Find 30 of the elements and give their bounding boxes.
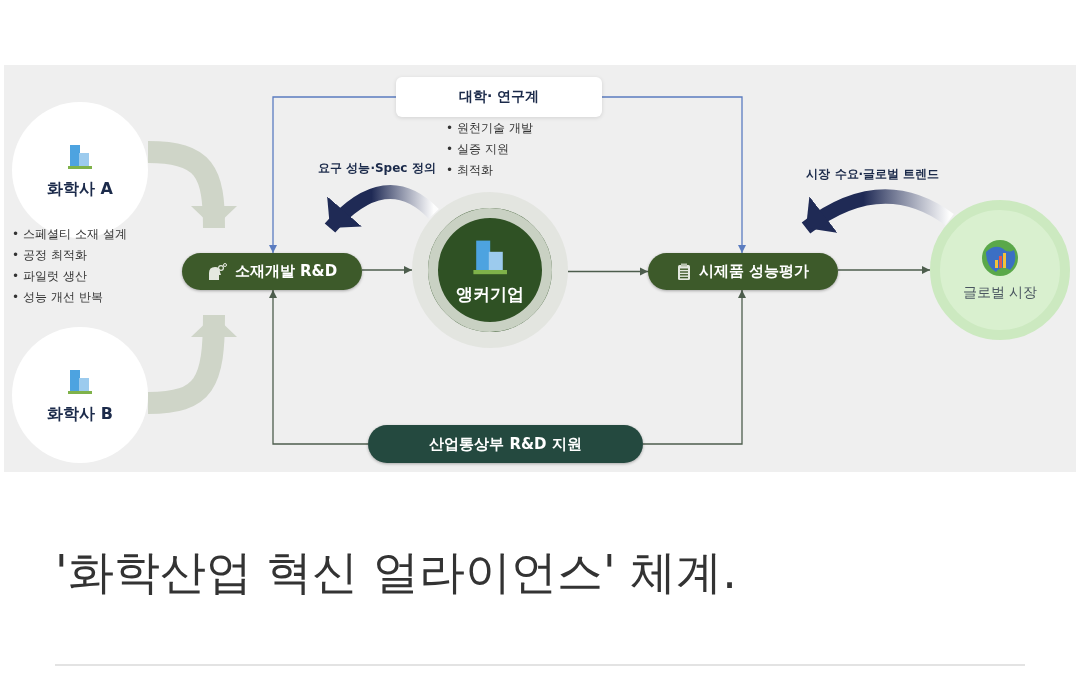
node-label: 산업통상부 R&D 지원 <box>429 434 582 454</box>
connector-arrow <box>567 267 649 276</box>
curved-arrow <box>147 314 237 414</box>
process-pill <box>368 425 643 463</box>
bullet-text: • 최적화 <box>446 163 493 177</box>
process-pill <box>648 253 838 290</box>
connector-arrow <box>601 96 746 254</box>
bullet-text: • 성능 개선 반복 <box>12 290 103 304</box>
group-card <box>396 77 602 117</box>
curved-arrow <box>801 189 954 234</box>
node-label: 시제품 성능평가 <box>698 262 810 281</box>
bullet-text: • 원천기술 개발 <box>446 121 533 135</box>
node-label: 소재개발 R&D <box>234 262 338 281</box>
node-label: 대학· 연구계 <box>458 88 540 106</box>
caption: '화학산업 혁신 얼라이언스' 체계. <box>55 544 737 601</box>
connector-arrow <box>269 289 369 445</box>
process-pill <box>182 253 362 290</box>
node-label: 앵커기업 <box>456 282 524 306</box>
connector-arrow <box>837 266 931 274</box>
curved-arrow <box>147 141 237 229</box>
node-label: 글로벌 시장 <box>962 284 1038 302</box>
bullet-text: • 공정 최적화 <box>12 248 87 262</box>
bullet-text: • 스페셜티 소재 설계 <box>12 227 127 241</box>
connector-arrow <box>642 289 746 445</box>
connector-arrow <box>361 266 413 274</box>
node-label: 화학사 A <box>47 178 113 200</box>
connector-arrow <box>269 96 397 254</box>
node-label: 화학사 B <box>47 403 113 425</box>
bullet-text: • 파일럿 생산 <box>12 269 87 283</box>
bullet-text: • 실증 지원 <box>446 142 509 156</box>
